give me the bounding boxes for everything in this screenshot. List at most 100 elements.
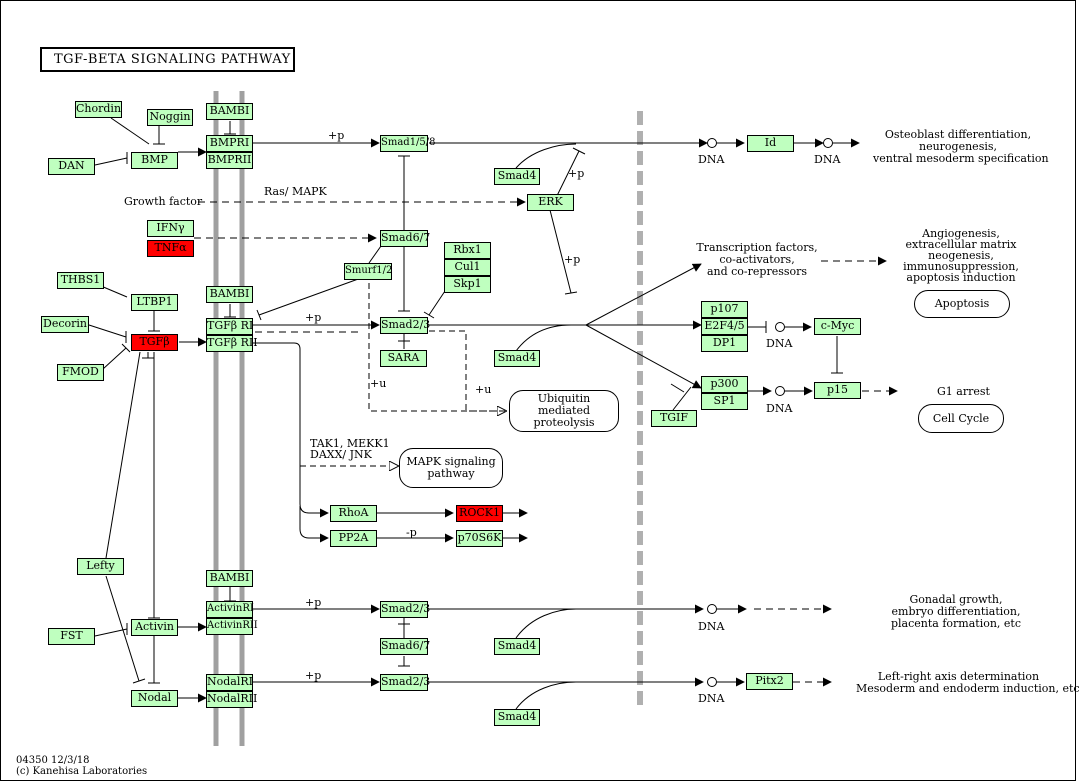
gene-rock1[interactable]: ROCK1: [456, 505, 503, 522]
label-line: Gonadal growth,: [909, 593, 1003, 606]
e2f-inhibit-dna: [748, 321, 767, 333]
label-line: Mesoderm and endoderm induction, etc: [856, 682, 1080, 695]
label-plus-p: +p: [305, 669, 322, 682]
gene-smad67-lower[interactable]: Smad6/7: [380, 638, 430, 655]
dna-circle: [823, 138, 833, 148]
smurf-inhibit-tgfbri: [256, 277, 362, 321]
gene-sara[interactable]: SARA: [380, 350, 427, 367]
gene-tgfb[interactable]: TGFβ: [131, 334, 178, 351]
gene-e2f45[interactable]: E2F4/5: [701, 318, 748, 335]
label-gonadal-outcome: Gonadal growth, embryo differentiation, …: [881, 594, 1031, 630]
gene-activinrii[interactable]: ActivinRII: [206, 618, 258, 635]
gene-pitx2[interactable]: Pitx2: [746, 673, 793, 690]
gene-smad4[interactable]: Smad4: [494, 638, 540, 655]
gene-lefty[interactable]: Lefty: [77, 558, 124, 575]
smad67-inhibit-activin-smad: [398, 618, 410, 638]
map-label: Apoptosis: [934, 297, 990, 310]
gene-smurf[interactable]: Smurf1/2: [344, 263, 392, 280]
gene-smad23-activin[interactable]: Smad2/3: [380, 601, 430, 618]
gene-decorin[interactable]: Decorin: [41, 316, 89, 333]
gene-smad4[interactable]: Smad4: [494, 350, 540, 367]
gene-p107[interactable]: p107: [701, 301, 748, 318]
gene-ifng[interactable]: IFNγ: [147, 220, 194, 237]
gene-bmp[interactable]: BMP: [131, 152, 178, 169]
bambi-inhibit-tgfbr: [224, 304, 236, 318]
map-label-line2: pathway: [427, 467, 475, 480]
gene-rhoa[interactable]: RhoA: [330, 505, 377, 522]
map-ubiquitin-proteolysis[interactable]: Ubiquitin mediated proteolysis: [509, 390, 619, 432]
gene-tnfa[interactable]: TNFα: [147, 240, 194, 257]
gene-p15[interactable]: p15: [814, 382, 861, 399]
gene-bambi-bmp[interactable]: BAMBI: [206, 103, 253, 120]
gene-ltbp1[interactable]: LTBP1: [131, 294, 178, 311]
gene-cul1[interactable]: Cul1: [444, 259, 491, 276]
gene-skp1[interactable]: Skp1: [444, 276, 491, 293]
smad4-join-activin: [515, 608, 577, 639]
gene-tgfbri[interactable]: TGFβ RI: [206, 318, 253, 335]
label-ras-mapk: Ras/ MAPK: [264, 185, 327, 198]
label-line: co-activators,: [719, 253, 795, 266]
gene-dp1[interactable]: DP1: [701, 335, 748, 352]
gene-fmod[interactable]: FMOD: [57, 364, 104, 381]
gene-nodalrii[interactable]: NodalRII: [206, 691, 257, 708]
gene-tgfbrii[interactable]: TGFβ RII: [206, 335, 258, 352]
gene-smad158[interactable]: Smad1/5/8: [380, 135, 436, 152]
gene-dan[interactable]: DAN: [48, 158, 95, 175]
bambi-inhibit-bmpr: [224, 121, 236, 135]
lefty-inhibit-activin: [148, 352, 160, 619]
dna-circle: [707, 604, 717, 614]
label-g1-arrest: G1 arrest: [937, 385, 990, 398]
gene-rbx1[interactable]: Rbx1: [444, 242, 491, 259]
map-apoptosis[interactable]: Apoptosis: [914, 290, 1010, 318]
gene-chordin[interactable]: Chordin: [75, 101, 122, 118]
decorin-inhibit-tgfb: [88, 324, 127, 343]
gene-smad23[interactable]: Smad2/3: [380, 317, 430, 334]
dna-circle: [775, 322, 785, 332]
gene-bmprii[interactable]: BMPRII: [206, 152, 253, 169]
lefty-to-tgfb: [105, 351, 141, 559]
smad4-join-top: [515, 143, 577, 169]
smad67-inhibit-smad23: [398, 247, 410, 312]
label-daxx: DAXX/ JNK: [310, 448, 372, 461]
gene-noggin[interactable]: Noggin: [147, 109, 193, 126]
label-line: immunosuppression,: [903, 260, 1019, 273]
label-dna: DNA: [698, 692, 725, 705]
label-plus-p: +p: [564, 253, 581, 266]
label-dna: DNA: [814, 153, 841, 166]
noggin-inhibit-line: [153, 126, 165, 145]
label-transcription-factors: Transcription factors, co-activators, an…: [687, 242, 827, 278]
footer-copyright: (c) Kanehisa Laboratories: [16, 766, 148, 777]
gene-id[interactable]: Id: [747, 135, 794, 152]
gene-thbs1[interactable]: THBS1: [57, 272, 104, 289]
label-dna: DNA: [698, 620, 725, 633]
gene-p300[interactable]: p300: [701, 376, 748, 393]
label-minus-p: -p: [406, 526, 417, 539]
dna-circle: [707, 677, 717, 687]
gene-sp1[interactable]: SP1: [701, 393, 748, 410]
gene-fst[interactable]: FST: [48, 628, 95, 645]
gene-smad23-nodal[interactable]: Smad2/3: [380, 674, 430, 691]
gene-bambi-tgfb[interactable]: BAMBI: [206, 286, 253, 303]
gene-smad4[interactable]: Smad4: [494, 168, 540, 185]
gene-cmyc[interactable]: c-Myc: [814, 318, 861, 335]
footer-map-id: 04350 12/3/18: [16, 755, 90, 766]
gene-bmpri[interactable]: BMPRI: [206, 135, 253, 152]
gene-bambi-activin[interactable]: BAMBI: [206, 570, 253, 587]
map-cell-cycle[interactable]: Cell Cycle: [918, 404, 1004, 433]
gene-nodalri[interactable]: NodalRI: [206, 674, 253, 691]
gene-tgif[interactable]: TGIF: [651, 410, 697, 427]
label-line: Osteoblast differentiation,: [884, 128, 1032, 141]
gene-nodal[interactable]: Nodal: [131, 690, 178, 707]
bambi-inhibit-activinr: [224, 587, 236, 602]
gene-smad4[interactable]: Smad4: [494, 709, 540, 726]
gene-activinri[interactable]: ActivinRI: [206, 601, 254, 618]
gene-pp2a[interactable]: PP2A: [330, 530, 377, 547]
gene-activin[interactable]: Activin: [131, 619, 178, 636]
gene-smad67[interactable]: Smad6/7: [380, 230, 430, 247]
tgif-inhibit-p300: [670, 383, 692, 411]
gene-erk[interactable]: ERK: [527, 194, 574, 211]
gene-p70s6k[interactable]: p70S6K: [456, 530, 503, 547]
label-line: ventral mesoderm specification: [873, 152, 1049, 165]
map-mapk-signaling[interactable]: MAPK signaling pathway: [399, 448, 503, 488]
